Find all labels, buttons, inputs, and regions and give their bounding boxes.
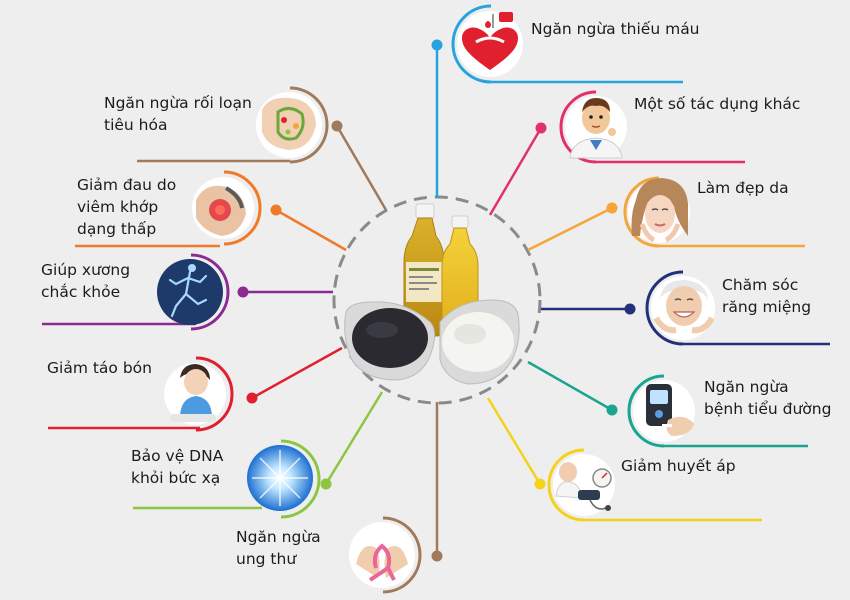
- white-sesame-bowl: [439, 299, 520, 385]
- label-cancer: Ngăn ngừa ung thư: [236, 526, 321, 570]
- branch-anemia: [431, 4, 683, 198]
- connector-blood-pressure: [486, 397, 542, 485]
- label-cancer-line-2: ung thư: [236, 550, 297, 568]
- connector-dot-anemia: [431, 39, 443, 51]
- label-skin-line-1: Làm đẹp da: [697, 179, 789, 197]
- label-dna-radiation-line-1: Bảo vệ DNA: [131, 447, 224, 465]
- label-blood-pressure: Giảm huyết áp: [621, 455, 736, 477]
- connector-dot-digestion: [331, 120, 343, 132]
- connector-digestion: [335, 125, 388, 211]
- center-product-image: [344, 203, 520, 385]
- label-digestion-line-2: tiêu hóa: [104, 116, 168, 134]
- sesame-oil-bottle-left: [403, 203, 445, 337]
- label-blood-pressure-line-1: Giảm huyết áp: [621, 457, 736, 475]
- label-other-effects: Một số tác dụng khác: [634, 93, 800, 115]
- label-bones: Giúp xương chắc khỏe: [41, 259, 130, 303]
- label-bones-line-2: chắc khỏe: [41, 283, 121, 301]
- child-toilet-icon: [170, 364, 216, 422]
- label-oral-care: Chăm sóc răng miệng: [722, 274, 811, 318]
- branch-skin: [527, 176, 805, 252]
- label-cancer-line-1: Ngăn ngừa: [236, 528, 321, 546]
- smiling-elder-icon: [653, 280, 715, 334]
- connector-constipation: [251, 346, 343, 400]
- branch-blood-pressure: [486, 397, 762, 522]
- black-sesame-bowl: [344, 301, 436, 381]
- connector-dot-dna-radiation: [320, 478, 332, 490]
- heart-blood-drop-icon: [462, 12, 518, 70]
- label-oral-care-line-1: Chăm sóc: [722, 276, 799, 294]
- connector-dot-oral-care: [624, 303, 636, 315]
- label-oral-care-line-2: răng miệng: [722, 298, 812, 316]
- label-anemia-line-1: Ngăn ngừa thiếu máu: [531, 20, 700, 38]
- connector-dot-blood-pressure: [534, 478, 546, 490]
- branch-digestion: [137, 86, 388, 211]
- label-constipation-line-1: Giảm táo bón: [47, 359, 152, 377]
- branch-bones: [42, 253, 333, 331]
- connector-dot-skin: [606, 202, 618, 214]
- branch-dna-radiation: [133, 391, 384, 519]
- branch-constipation: [48, 346, 343, 432]
- doctor-thinking-icon: [569, 98, 623, 159]
- label-dna-radiation: Bảo vệ DNA khỏi bức xạ: [131, 445, 223, 489]
- connector-dot-constipation: [246, 392, 258, 404]
- woman-face-icon: [631, 178, 688, 243]
- label-anemia: Ngăn ngừa thiếu máu: [531, 18, 700, 40]
- stomach-vegetables-icon: [262, 97, 316, 150]
- label-arthritis-line-3: dạng thấp: [77, 220, 157, 238]
- label-digestion-line-1: Ngăn ngừa rối loạn: [104, 94, 252, 112]
- connector-arthritis: [275, 208, 347, 252]
- connector-dot-diabetes: [606, 404, 618, 416]
- connector-dot-bones: [237, 286, 249, 298]
- connector-dot-other-effects: [535, 122, 547, 134]
- connector-dna-radiation: [324, 391, 384, 485]
- connector-skin: [527, 206, 613, 252]
- label-diabetes-line-2: bệnh tiểu đường: [704, 400, 832, 418]
- connector-dot-arthritis: [270, 204, 282, 216]
- label-dna-radiation-line-2: khỏi bức xạ: [131, 469, 221, 487]
- label-diabetes: Ngăn ngừa bệnh tiểu đường: [704, 376, 831, 420]
- glucose-meter-icon: [646, 384, 694, 436]
- label-diabetes-line-1: Ngăn ngừa: [704, 378, 789, 396]
- label-digestion: Ngăn ngừa rối loạn tiêu hóa: [104, 92, 252, 136]
- label-arthritis-line-2: viêm khớp: [77, 198, 159, 216]
- skeleton-runner-icon: [168, 264, 208, 318]
- blood-pressure-icon: [555, 462, 612, 511]
- pink-ribbon-hands-icon: [356, 543, 408, 582]
- sore-knee-icon: [196, 185, 246, 236]
- branch-diabetes: [527, 360, 808, 448]
- label-other-effects-line-1: Một số tác dụng khác: [634, 95, 801, 113]
- connector-dot-cancer: [431, 550, 443, 562]
- connector-other-effects: [488, 127, 543, 216]
- label-constipation: Giảm táo bón: [47, 357, 152, 379]
- label-arthritis: Giảm đau do viêm khớp dạng thấp: [77, 174, 176, 240]
- label-bones-line-1: Giúp xương: [41, 261, 131, 279]
- branch-other-effects: [488, 90, 745, 216]
- branch-oral-care: [541, 270, 830, 346]
- label-skin: Làm đẹp da: [697, 177, 789, 199]
- connector-diabetes: [527, 360, 613, 412]
- branch-arthritis: [75, 170, 347, 252]
- label-arthritis-line-1: Giảm đau do: [77, 176, 177, 194]
- branch-cancer: [349, 402, 443, 594]
